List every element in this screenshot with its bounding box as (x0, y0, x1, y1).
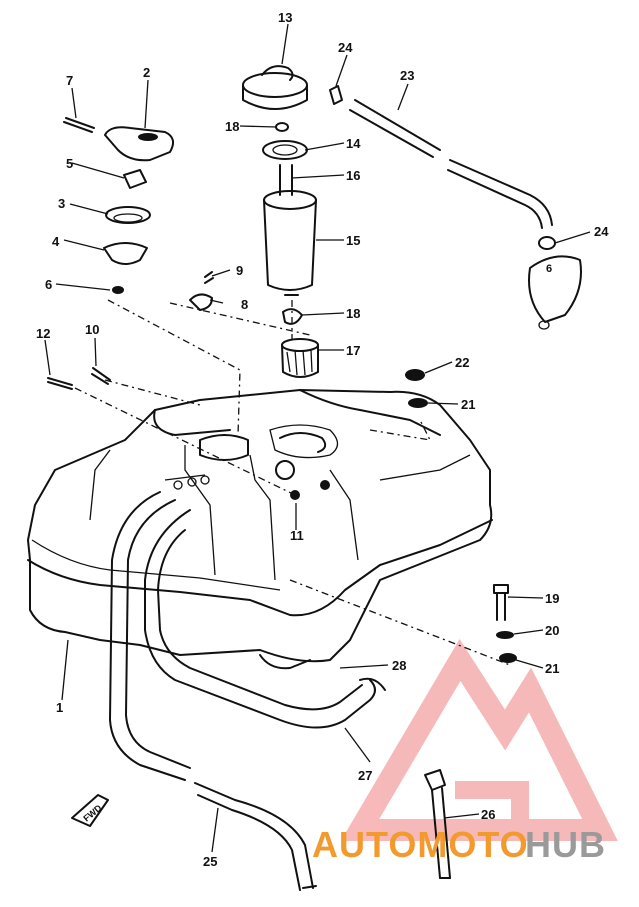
callout-21b: 21 (545, 661, 559, 676)
fuel-tank (27, 389, 493, 670)
callout-18b: 18 (346, 306, 360, 321)
callout-20: 20 (545, 623, 559, 638)
callout-6b: 6 (546, 263, 552, 275)
right-parts (329, 85, 582, 879)
callout-7: 7 (66, 73, 73, 88)
callout-13: 13 (278, 10, 292, 25)
callout-16: 16 (346, 168, 360, 183)
callout-24a: 24 (338, 40, 353, 55)
callout-3: 3 (58, 196, 65, 211)
callout-5: 5 (66, 156, 73, 171)
callout-15: 15 (346, 233, 360, 248)
callout-21a: 21 (461, 397, 475, 412)
watermark-text: AUTOMOTO HUB (312, 824, 606, 865)
hoses (109, 491, 386, 891)
callout-27: 27 (358, 768, 372, 783)
callout-11: 11 (290, 528, 304, 543)
callout-6: 6 (45, 277, 52, 292)
callout-24b: 24 (594, 224, 609, 239)
callout-9: 9 (236, 263, 243, 278)
reference-lines (74, 299, 511, 666)
callout-12: 12 (36, 326, 50, 341)
callout-labels: 7 2 5 3 4 6 9 8 12 10 13 18 14 16 15 18 … (36, 10, 609, 869)
callout-19: 19 (545, 591, 559, 606)
fwd-arrow: FWD (71, 794, 109, 827)
callout-8: 8 (241, 297, 248, 312)
callout-1: 1 (56, 700, 63, 715)
callout-25: 25 (203, 854, 217, 869)
callout-14: 14 (346, 136, 361, 151)
callout-26: 26 (481, 807, 495, 822)
watermark-part2: HUB (525, 824, 606, 865)
callout-28: 28 (392, 658, 406, 673)
callout-2: 2 (143, 65, 150, 80)
callout-18a: 18 (225, 119, 239, 134)
callout-23: 23 (400, 68, 414, 83)
callout-17: 17 (346, 343, 360, 358)
small-parts (47, 117, 214, 390)
watermark-logo (340, 639, 618, 841)
callout-4: 4 (52, 234, 60, 249)
watermark-part1: AUTOMOTO (312, 824, 529, 865)
leader-lines (44, 23, 591, 853)
filler-cap-assembly (242, 65, 319, 378)
callout-22: 22 (455, 355, 469, 370)
callout-10: 10 (85, 322, 99, 337)
